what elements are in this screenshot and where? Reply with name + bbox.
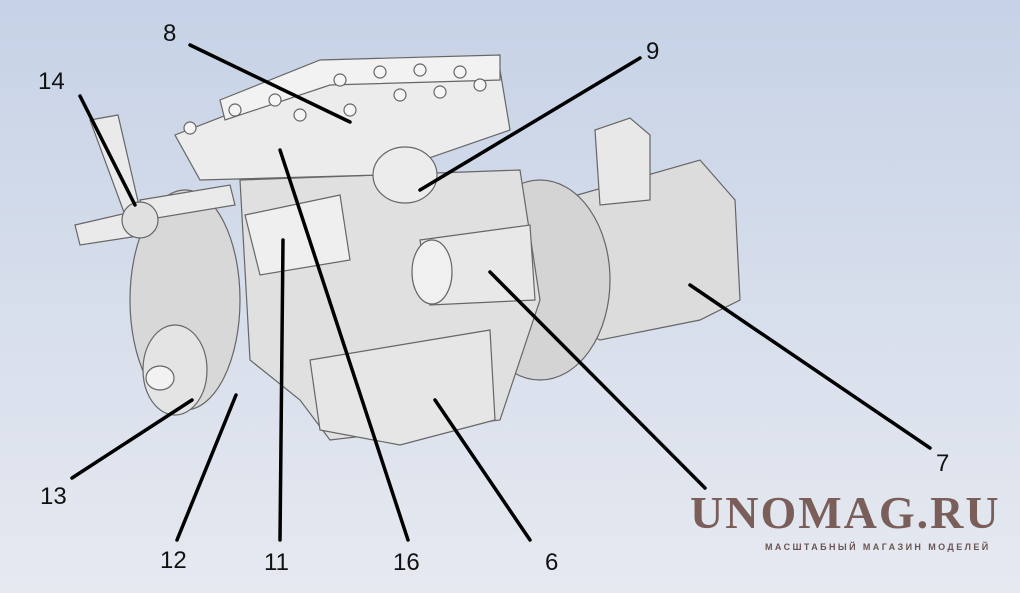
head-nuts (183, 63, 487, 135)
starter-end (411, 239, 453, 305)
callout-16: 16 (393, 549, 420, 576)
watermark-logo: UNOMAG.RU (690, 487, 1001, 538)
leader-14 (78, 94, 137, 207)
callout-12: 12 (160, 547, 187, 574)
callout-7: 7 (936, 450, 950, 477)
generator (244, 194, 351, 276)
engine-model (74, 54, 741, 446)
leader-6 (433, 398, 532, 542)
leader-12 (175, 393, 238, 542)
oil-pan (309, 329, 496, 446)
gearbox-top (594, 117, 651, 206)
callout-14: 14 (38, 68, 65, 95)
crank-pulley (142, 324, 208, 416)
watermark-subtitle: МАСШТАБНЫЙ МАГАЗИН МОДЕЛЕЙ (765, 542, 991, 552)
callout-9: 9 (646, 38, 660, 65)
callout-11: 11 (264, 549, 289, 576)
fan-hub (121, 201, 159, 239)
leader-starter (488, 270, 707, 490)
callout-6: 6 (545, 549, 559, 576)
leader-9 (418, 56, 642, 192)
injection-connector (372, 146, 438, 204)
leader-8 (188, 43, 352, 124)
leader-lines (70, 43, 932, 542)
leader-11 (278, 238, 285, 542)
cylinder-head (174, 69, 511, 181)
callout-13: 13 (40, 483, 67, 510)
cylinder-head-top (219, 54, 501, 121)
leader-7 (688, 283, 932, 450)
crank-pulley-hub (145, 365, 175, 391)
callout-8: 8 (163, 20, 177, 47)
leader-16 (278, 148, 410, 542)
leader-13 (70, 398, 194, 480)
